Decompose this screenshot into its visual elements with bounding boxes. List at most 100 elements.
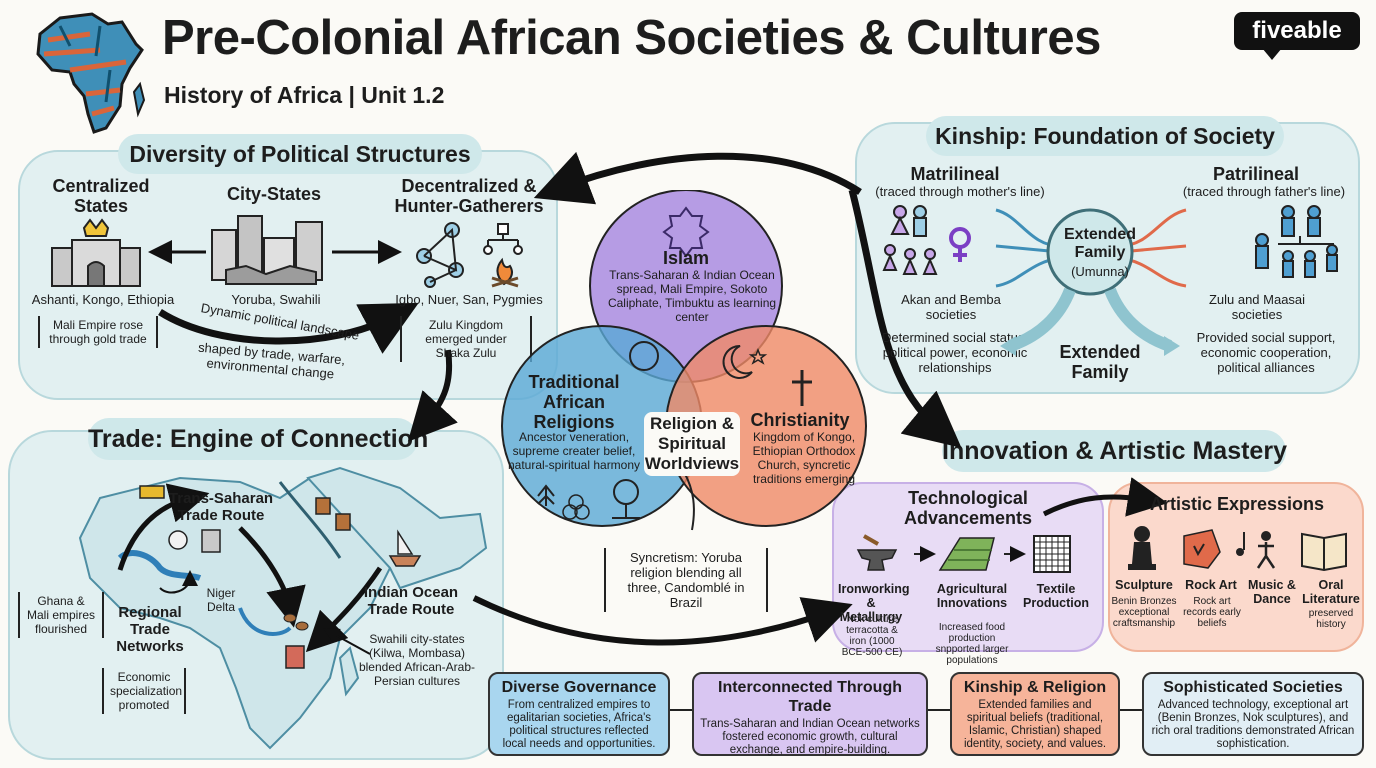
christianity-body: Kingdom of Kongo, Ethiopian Orthodox Chu…: [752, 430, 856, 486]
textile-weave-icon: [1033, 535, 1071, 573]
christianity-title: Christianity: [750, 410, 850, 430]
arrow-kinship-to-political: [533, 151, 862, 205]
traditional-body: Ancestor veneration, supreme creater bel…: [507, 430, 641, 472]
summary-title: Diverse Governance: [501, 679, 657, 696]
book-icon: [1301, 532, 1347, 572]
centralized-title: Centralized States: [52, 176, 150, 216]
matrilineal-examples: Akan and Bemba societies: [901, 292, 1001, 322]
art-item-rock-art: Rock Art: [1185, 578, 1237, 592]
art-note-rock-art: Rock art records early beliefs: [1183, 596, 1241, 629]
summary-sophisticated-societies: Sophisticated Societies Advanced technol…: [1142, 672, 1364, 756]
decentralized-note: Zulu Kingdom emerged under Shaka Zulu: [400, 316, 532, 362]
summary-body: From centralized empires to egalitarian …: [502, 699, 656, 750]
gold-bars-icon: [139, 485, 165, 499]
political-heading: Diversity of Political Structures: [118, 134, 482, 174]
syncretic-medallion-icon: [629, 341, 659, 371]
extended-family-subtitle: (Umunna): [1071, 264, 1129, 279]
castle-icon: [51, 218, 141, 287]
patrilineal-examples: Zulu and Maasai societies: [1208, 292, 1306, 322]
tree-arrow-icon: [537, 484, 555, 506]
islam-body: Trans-Saharan & Indian Ocean spread, Mal…: [607, 268, 777, 324]
trans-saharan-arrow: [117, 483, 210, 571]
ghana-mali-note: Ghana & Mali empires flourished: [18, 592, 104, 638]
tech-item-ironworking: Ironworking & Metallurgy: [838, 582, 910, 624]
innovation-heading: Innovation & Artistic Mastery: [942, 430, 1287, 472]
salt-pile-icon: [168, 530, 188, 550]
patrilineal-title: Patrilineal: [1212, 164, 1300, 184]
religion-center-title: Religion & Spiritual Worldviews: [644, 412, 740, 476]
red-sea: [278, 481, 342, 559]
brand-logo-tail: [1262, 48, 1282, 60]
decentralized-examples: Igbo, Nuer, San, Pygmies: [395, 292, 543, 307]
page-subtitle: History of Africa | Unit 1.2: [164, 82, 445, 108]
patrilineal-subtitle: (traced through father's line): [1182, 184, 1346, 199]
africa-trade-map: [78, 466, 488, 750]
regional-arrow: [159, 570, 198, 594]
summary-diverse-governance: Diverse Governance From centralized empi…: [488, 672, 670, 756]
syncretism-note: Syncretism: Yoruba religion blending all…: [604, 548, 768, 612]
tech-note-agriculture: Increased food production snpported larg…: [935, 622, 1009, 666]
sculpture-icon: [1128, 526, 1156, 570]
art-title: Artistic Expressions: [1149, 494, 1325, 514]
traditional-title: Traditional African Religions: [528, 372, 620, 432]
arrow-political-to-trade: [407, 349, 458, 442]
kinship-heading: Kinship: Foundation of Society: [926, 116, 1284, 156]
anvil-icon: [856, 534, 898, 571]
matrilineal-title: Matrilineal: [910, 164, 1000, 184]
arrow-tech-to-art: [1042, 477, 1168, 517]
summary-title: Sophisticated Societies: [1163, 679, 1343, 696]
tree-icon: [612, 479, 640, 519]
indian-ocean-label: Indian Ocean Trade Route: [363, 584, 459, 618]
brand-logo: fiveable: [1234, 12, 1360, 50]
swahili-pointer: [322, 628, 371, 655]
extended-family-diagram: [995, 208, 1187, 356]
textile-icon: [285, 645, 305, 669]
matrilineal-note: Determined social status, political powe…: [882, 330, 1028, 375]
swahili-note: Swahili city-states (Kilwa, Mombasa) ble…: [358, 632, 476, 688]
tech-note-ironworking: Nok culture terracotta & iron (1000 BCE-…: [841, 614, 903, 658]
centralized-note: Mali Empire rose through gold trade: [38, 316, 158, 348]
summary-body: Trans-Saharan and Indian Ocean networks …: [700, 718, 920, 756]
tech-title: Technological Advancements: [903, 488, 1033, 528]
sail-icon: [397, 529, 414, 555]
trade-heading: Trade: Engine of Connection: [88, 418, 428, 460]
art-item-music: Music & Dance: [1248, 578, 1296, 606]
patrilineal-note: Provided social support, economic cooper…: [1196, 330, 1336, 375]
summary-body: Extended families and spiritual beliefs …: [963, 699, 1107, 750]
field-icon: [938, 537, 995, 571]
cross-icon: [792, 370, 812, 406]
summary-interconnected-trade: Interconnected Through Trade Trans-Sahar…: [692, 672, 928, 756]
matrilineal-family-icon: [882, 205, 971, 275]
arrow-kinship-to-innovation: [848, 189, 962, 448]
centralized-examples: Ashanti, Kongo, Ethiopia: [31, 292, 175, 307]
music-dance-icon: [1236, 531, 1276, 569]
africa-map-icon: [36, 12, 146, 134]
decentralized-title: Decentralized & Hunter-Gatherers: [394, 176, 544, 216]
tech-icons: [856, 534, 1071, 573]
trans-saharan-arrow-2: [238, 526, 306, 628]
regional-trade-label: Regional Trade Networks: [116, 604, 184, 655]
art-note-oral: preserved history: [1308, 608, 1354, 630]
page-title: Pre-Colonial African Societies & Culture…: [162, 11, 1101, 65]
jar-icon: [201, 529, 221, 553]
extended-family-bottom-label: Extended Family: [1059, 342, 1141, 382]
small-star-icon: [748, 347, 768, 365]
matrilineal-subtitle: (traced through mother's line): [875, 184, 1045, 199]
tech-item-textile: Textile Production: [1023, 582, 1089, 610]
summary-title: Kinship & Religion: [963, 679, 1107, 696]
summary-title: Interconnected Through Trade: [718, 679, 902, 715]
cowrie-icon: [283, 613, 309, 631]
religion-venn: [501, 190, 867, 531]
extended-family-title: Extended Family: [1063, 226, 1136, 261]
city-states-title: City-States: [226, 184, 322, 204]
patrilineal-family-icon: [1255, 205, 1338, 278]
rock-art-icon: [1183, 529, 1221, 569]
syncretism-pointer: [683, 471, 695, 531]
crescent-icon: [722, 344, 753, 379]
arrow-trade-to-innovation: [472, 595, 853, 646]
trinity-circles-icon: [562, 494, 590, 520]
art-icons: [1128, 526, 1347, 572]
economic-specialization-note: Economic specialization promoted: [102, 668, 186, 714]
network-icon: [416, 222, 523, 288]
